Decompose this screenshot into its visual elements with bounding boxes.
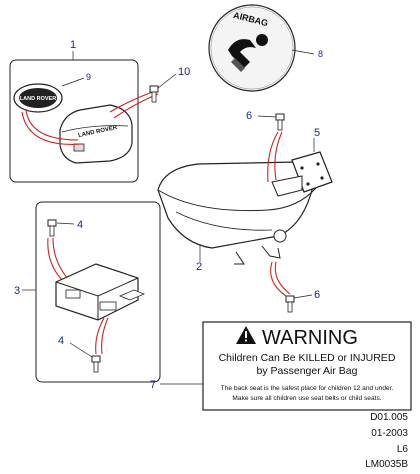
- callout-7: 7: [150, 379, 156, 391]
- callout-6-upper: 6: [246, 110, 252, 122]
- warning-line2: by Passenger Air Bag: [257, 365, 358, 377]
- ref-code-3: L6: [396, 444, 408, 455]
- callout-4-lower: 4: [58, 335, 64, 347]
- ref-code-1: D01.005: [370, 412, 408, 423]
- airbag-cover-part: AIRBAG: [208, 4, 315, 92]
- steering-airbag-group: 1 LAND ROVER 9 LAND ROVER: [9, 39, 159, 183]
- land-rover-badge: LAND ROVER: [13, 77, 85, 113]
- warning-note1: The back seat is the safest place for ch…: [221, 385, 394, 392]
- ref-code-4: LM0035B: [365, 459, 408, 470]
- warning-note2: Make sure all children use seat belts or…: [232, 395, 381, 402]
- bolt-4-lower: [69, 342, 101, 373]
- steering-airbag-module: LAND ROVER: [59, 104, 133, 164]
- bolt-10: [149, 73, 177, 103]
- airbag-control-module: [55, 263, 146, 321]
- warning-label: WARNING Children Can Be KILLED or INJURE…: [160, 321, 412, 411]
- bolt-4-upper: [47, 219, 75, 237]
- callout-10: 10: [178, 66, 190, 78]
- callout-1: 1: [70, 39, 76, 51]
- bolt-6-lower: [285, 294, 313, 313]
- badge-label: LAND ROVER: [20, 96, 56, 102]
- airbag-control-module-group: 3 4 4: [14, 201, 161, 383]
- warning-line1: Children Can Be KILLED or INJURED: [219, 352, 396, 364]
- callout-6-lower: 6: [314, 289, 320, 301]
- callout-5: 5: [314, 127, 320, 139]
- callout-3: 3: [14, 285, 20, 297]
- harness-lower-2: [274, 261, 291, 295]
- warning-triangle-icon: [236, 326, 256, 344]
- warning-title: WARNING: [262, 327, 358, 349]
- airbag-pictogram-icon: [228, 34, 268, 72]
- harness-upper: [267, 131, 279, 183]
- ref-code-2: 01-2003: [371, 428, 408, 439]
- mounting-bracket: [271, 138, 333, 197]
- bolt-6-upper: [257, 113, 285, 131]
- harness-upper-2: [274, 131, 283, 181]
- harness-lower: [270, 261, 287, 297]
- callout-9: 9: [86, 72, 91, 82]
- callout-8: 8: [318, 49, 323, 59]
- callout-4-upper: 4: [77, 219, 83, 231]
- callout-2: 2: [196, 261, 202, 273]
